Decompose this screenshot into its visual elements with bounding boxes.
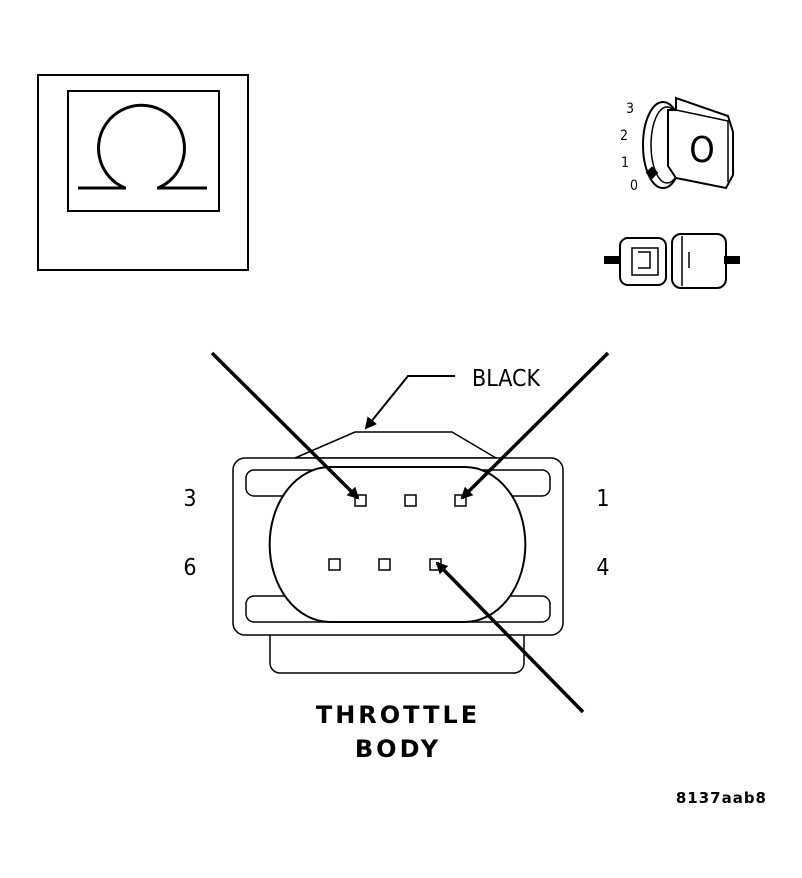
pin-cavities <box>328 494 467 571</box>
probe-arrow-pin-3 <box>210 351 360 500</box>
connector-disconnected-icon <box>604 233 740 289</box>
connector-name-line2: BODY <box>355 735 441 763</box>
pin-cavity-1 <box>454 494 467 507</box>
probe-arrow-pin-1 <box>460 351 610 500</box>
pin-label-6: 6 <box>183 555 196 581</box>
probe-arrow-pin-4 <box>435 561 585 714</box>
pin-label-4: 4 <box>596 555 609 581</box>
key-mark: O <box>689 130 715 171</box>
probe-arrows <box>210 351 610 714</box>
connector-color-label: BLACK <box>472 366 540 392</box>
ignition-position-2: 2 <box>620 128 628 144</box>
ignition-position-3: 3 <box>626 101 634 117</box>
color-callout: BLACK <box>364 366 540 430</box>
pin-cavity-3 <box>354 494 367 507</box>
pin-cavity-5 <box>378 558 391 571</box>
ignition-position-0: 0 <box>630 178 638 194</box>
connector-body <box>232 431 564 674</box>
pin-label-3: 3 <box>183 486 196 512</box>
ignition-position-1: 1 <box>621 155 629 171</box>
figure-id: 8137aab8 <box>676 789 767 807</box>
connector-name-line1: THROTTLE <box>316 701 480 729</box>
pin-label-1: 1 <box>596 486 609 512</box>
ignition-key-icon: 3 2 1 0 O <box>620 96 734 194</box>
ohmmeter-icon <box>37 74 249 271</box>
pin-cavity-6 <box>328 558 341 571</box>
pin-cavity-2 <box>404 494 417 507</box>
